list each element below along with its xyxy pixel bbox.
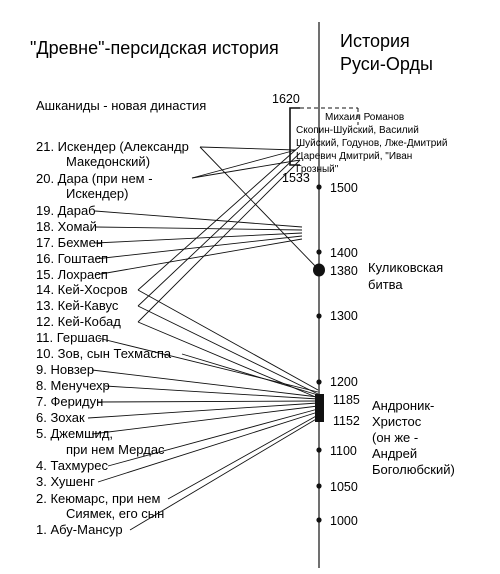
- andronik-label-4: Андрей: [372, 446, 417, 461]
- tick-label-1200: 1200: [330, 375, 358, 389]
- andronik-marker: [315, 394, 324, 422]
- connector-line: [94, 210, 303, 228]
- ruler-label-5: 5. Джемшид,: [36, 426, 113, 441]
- andronik-label-3: (он же -: [372, 430, 418, 445]
- connector-line: [87, 402, 319, 419]
- ruler-label-21: 21. Искендер (Александр: [36, 139, 189, 154]
- tick-dot: [316, 313, 322, 319]
- tick-label-1100: 1100: [330, 444, 357, 458]
- tick-label-1185: 1185: [333, 393, 360, 407]
- connector-line: [191, 159, 301, 179]
- connector-line: [199, 146, 297, 151]
- andronik-label-5: Боголюбский): [372, 462, 455, 477]
- connector-line: [94, 226, 303, 231]
- ruler-label-2: 2. Кеюмарс, при нем: [36, 491, 161, 506]
- connector-line: [137, 145, 301, 291]
- timeline-ticks: 1500 1400 1380 1300 1200 1185 1152 1100 1050 1000: [316, 181, 360, 528]
- connector-line: [181, 353, 319, 396]
- connector-line: [137, 159, 301, 323]
- kulikovo-label-1: Куликовская: [368, 260, 443, 275]
- connector-line: [199, 146, 320, 271]
- tick-label-1500: 1500: [330, 181, 358, 195]
- ruler-label-15: 15. Лохрасп: [36, 267, 108, 282]
- ruler-label-10: 10. Зов, сын Техмаспа: [36, 346, 172, 361]
- connector-line: [129, 417, 319, 531]
- ruler-label-18: 18. Хомай: [36, 219, 97, 234]
- tick-label-1000: 1000: [330, 514, 358, 528]
- tick-dot: [316, 517, 322, 523]
- connector-line: [91, 405, 319, 435]
- tick-label-1050: 1050: [330, 480, 358, 494]
- ruler-label-8: 8. Менучехр: [36, 378, 110, 393]
- left-title: "Древне"-персидская история: [30, 38, 279, 58]
- tick-label-1152: 1152: [333, 414, 360, 428]
- andronik-label-1: Андроник-: [372, 398, 434, 413]
- andronik-label-2: Христос: [372, 414, 422, 429]
- ruler-label-16: 16. Гоштасп: [36, 251, 108, 266]
- ruler-label-17: 17. Бехмен: [36, 235, 103, 250]
- tick-label-1400: 1400: [330, 246, 358, 260]
- ruler-label-2-cont: Сиямек, его сын: [66, 506, 164, 521]
- ruler-label-21-cont: Македонский): [66, 154, 150, 169]
- connector-line: [97, 400, 319, 403]
- ruler-label-4: 4. Тахмурес: [36, 458, 108, 473]
- bracket-note-4: Царевич Дмитрий, "Иван: [296, 151, 412, 162]
- tick-dot: [316, 483, 322, 489]
- connector-line: [137, 289, 319, 391]
- connector-line: [94, 232, 303, 244]
- ruler-label-14: 14. Кей-Хосров: [36, 282, 128, 297]
- kulikovo-marker: [313, 263, 325, 277]
- connector-line: [94, 235, 303, 260]
- kulikovo-label-2: битва: [368, 277, 403, 292]
- ruler-label-11: 11. Гершасп: [36, 330, 109, 345]
- ruler-label-12: 12. Кей-Кобад: [36, 314, 121, 329]
- ruler-label-19: 19. Дараб: [36, 203, 96, 218]
- connector-line: [191, 149, 297, 179]
- ruler-label-1: 1. Абу-Мансур: [36, 522, 123, 537]
- ruler-label-20-cont: Искендер): [66, 186, 128, 201]
- tick-dot: [316, 184, 322, 190]
- ruler-label-13: 13. Кей-Кавус: [36, 298, 119, 313]
- connector-line: [137, 305, 319, 395]
- ruler-label-3: 3. Хушенг: [36, 474, 95, 489]
- right-title-line2: Руси-Орды: [340, 54, 433, 74]
- connector-lines: [87, 145, 320, 531]
- connector-line: [97, 411, 319, 483]
- bracket-note-1: Михаил Романов: [325, 112, 404, 123]
- connector-line: [97, 337, 319, 393]
- connector-line: [91, 369, 319, 398]
- tick-label-1380: 1380: [330, 264, 358, 278]
- connector-line: [137, 321, 319, 399]
- ruler-label-7: 7. Феридун: [36, 394, 103, 409]
- bracket-note-2: Скопин-Шуйский, Василий: [296, 125, 419, 136]
- bracket-1533-1620: [289, 107, 359, 166]
- ruler-label-5-cont: при нем Мердас: [66, 442, 165, 457]
- ruler-label-9: 9. Новзер: [36, 362, 94, 377]
- connector-line: [167, 414, 319, 500]
- tick-dot: [316, 379, 322, 385]
- right-title-line1: История: [340, 31, 410, 51]
- tick-dot: [316, 249, 322, 255]
- tick-label-1300: 1300: [330, 309, 358, 323]
- connector-line: [137, 152, 301, 307]
- tick-dot: [316, 447, 322, 453]
- bracket-note-5: Грозный": [296, 164, 339, 175]
- dynasty-note: Ашканиды - новая династия: [36, 98, 206, 113]
- connector-line: [104, 385, 319, 400]
- ruler-label-6: 6. Зохак: [36, 410, 85, 425]
- range-mark-1620: 1620: [272, 92, 300, 106]
- connector-line: [107, 408, 319, 467]
- range-mark-1533: 1533: [282, 171, 310, 185]
- ruler-label-20: 20. Дара (при нем -: [36, 171, 153, 186]
- bracket-note-3: Шуйский, Годунов, Лже-Дмитрий: [296, 138, 447, 149]
- connector-line: [94, 238, 303, 276]
